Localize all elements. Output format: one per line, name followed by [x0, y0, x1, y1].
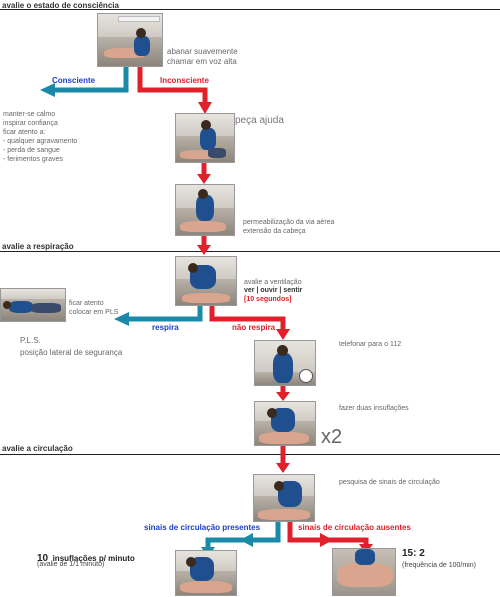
arrow-conscious	[54, 66, 129, 93]
label-not-breathes: não respira	[232, 323, 276, 332]
present-number: 10	[37, 553, 49, 564]
conscious-note: ficar atento a:	[3, 129, 46, 136]
conscious-note: manter-se calmo	[3, 111, 56, 118]
airway-line1: permeabilização da via aérea	[243, 219, 335, 226]
absent-sub: (frequência de 100/min)	[402, 562, 476, 569]
label-unconscious: Inconsciente	[160, 76, 209, 85]
step1-line2: chamar em voz alta	[167, 57, 237, 66]
section-title-circulation: avalie a circulação	[2, 444, 73, 453]
arrowhead-help-airway	[197, 174, 211, 184]
label-breathes: respira	[152, 323, 179, 332]
section-title-breathing: avalie a respiração	[2, 242, 74, 251]
photo-check-circulation	[253, 474, 315, 522]
photo-insufflations	[254, 401, 316, 446]
conscious-note: - ferimentos graves	[3, 156, 63, 163]
photo-ventilation-only	[175, 550, 237, 596]
section-divider	[0, 251, 500, 252]
photo-ask-help	[175, 113, 235, 163]
airway-line2: extensão da cabeça	[243, 228, 306, 235]
pls-full: posição lateral de segurança	[20, 348, 123, 357]
present-text: insuflações p/ minuto	[52, 554, 135, 563]
photo-airway	[175, 184, 235, 236]
arrowhead-breathes	[114, 312, 129, 326]
call-text: telefonar para o 112	[339, 341, 402, 348]
conscious-note: - qualquer agravamento	[3, 138, 78, 145]
ventilation-line3: [10 segundos]	[244, 296, 292, 303]
pls-line2: colocar em PLS	[69, 309, 119, 316]
pls-abbr: P.L.S.	[20, 336, 41, 345]
present-sub: (avalie de 1/1 minuto)	[37, 561, 105, 568]
photo-call-112	[254, 340, 316, 386]
insufflations-text: fazer duas insuflações	[339, 405, 409, 412]
photo-check-breathing	[175, 256, 237, 306]
repeat-x2: x2	[321, 426, 343, 448]
arrowhead-conscious	[40, 83, 55, 97]
arrow-not-breathes	[209, 305, 286, 331]
ventilation-line2: ver | ouvir | sentir	[244, 287, 303, 294]
conscious-note: inspirar confiança	[3, 120, 58, 127]
section-divider	[0, 454, 500, 455]
photo-shake-victim	[97, 13, 163, 67]
arrowhead-not-breathes	[276, 329, 290, 340]
arrowhead-present-mid	[240, 533, 253, 547]
arrowhead-call-insufflations	[276, 392, 290, 401]
section-divider	[0, 9, 500, 10]
photo-chest-compressions	[332, 548, 396, 596]
step1-line1: abanar suavemente	[167, 47, 238, 56]
label-circulation-absent: sinais de circulação ausentes	[298, 523, 411, 532]
help-text: peça ajuda	[235, 115, 284, 126]
circulation-search-text: pesquisa de sinais de circulação	[339, 479, 440, 486]
arrowhead-insufflations-circulation	[276, 463, 290, 473]
pls-line1: ficar atento	[69, 300, 104, 307]
photo-recovery-position	[0, 288, 66, 322]
section-title-consciousness: avalie o estado de consciência	[2, 1, 119, 10]
present-instruction: 10 insuflações p/ minuto	[37, 548, 135, 566]
label-circulation-present: sinais de circulação presentes	[144, 523, 261, 532]
arrow-breathes	[128, 305, 203, 322]
arrow-unconscious	[137, 66, 208, 104]
absent-ratio: 15: 2	[402, 548, 425, 559]
arrowhead-unconscious	[198, 102, 212, 114]
arrowhead-airway-ventilation	[197, 245, 211, 255]
ventilation-line1: avalie a ventilação	[244, 279, 302, 286]
arrowhead-absent-mid	[320, 533, 333, 547]
conscious-note: - perda de sangue	[3, 147, 60, 154]
label-conscious: Consciente	[52, 76, 96, 85]
